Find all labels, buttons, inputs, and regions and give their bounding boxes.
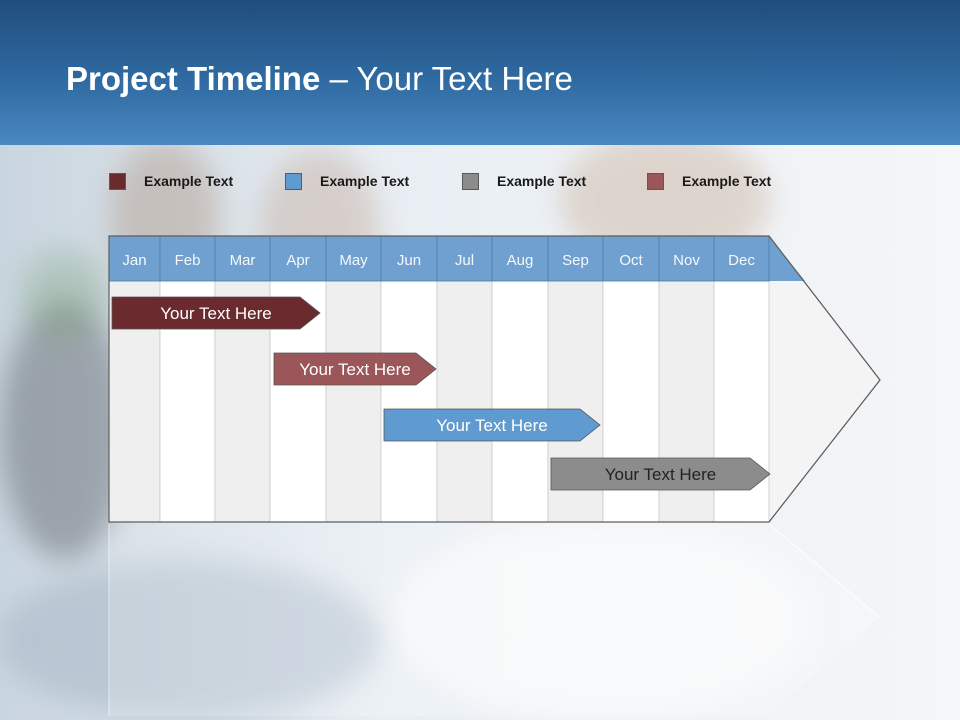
month-header-cell bbox=[380, 235, 438, 282]
month-label: Jan bbox=[122, 252, 146, 269]
task-bar bbox=[111, 296, 321, 330]
task-bar bbox=[550, 457, 771, 491]
task-bar bbox=[383, 408, 601, 442]
month-header-cell bbox=[547, 235, 604, 282]
month-label: Jul bbox=[455, 252, 474, 269]
legend-item: Example Text bbox=[285, 170, 409, 192]
month-header-cell bbox=[602, 235, 660, 282]
month-header-cell bbox=[491, 235, 549, 282]
month-header-cell bbox=[658, 235, 715, 282]
task-bar-label: Your Text Here bbox=[436, 416, 548, 435]
timeline-arrow-outline bbox=[108, 235, 881, 523]
month-label: Dec bbox=[728, 252, 755, 269]
month-header-cell bbox=[269, 235, 327, 282]
legend-item: Example Text bbox=[109, 170, 233, 192]
page-title: Project Timeline – Your Text Here bbox=[66, 60, 573, 97]
month-label: May bbox=[339, 252, 368, 269]
task-bar-label: Your Text Here bbox=[605, 465, 717, 484]
legend-swatch bbox=[647, 172, 664, 190]
legend-swatch bbox=[285, 172, 302, 190]
month-label: Aug bbox=[507, 252, 534, 269]
legend-label: Example Text bbox=[497, 173, 587, 189]
task-bar bbox=[273, 352, 437, 386]
task-bar-label: Your Text Here bbox=[299, 360, 411, 379]
timeline-reflection bbox=[109, 522, 880, 716]
month-label: Oct bbox=[619, 252, 643, 269]
legend-label: Example Text bbox=[682, 173, 772, 189]
legend-swatch bbox=[462, 172, 479, 190]
legend-item: Example Text bbox=[462, 170, 586, 192]
month-column bbox=[380, 280, 438, 523]
legend-item: Example Text bbox=[647, 170, 771, 192]
month-label: Feb bbox=[175, 252, 201, 269]
month-label: Mar bbox=[230, 252, 256, 269]
header-band: Project Timeline – Your Text Here bbox=[0, 0, 960, 145]
reflection-edge bbox=[768, 523, 881, 619]
month-header-cell bbox=[713, 235, 770, 282]
legend-label: Example Text bbox=[144, 173, 234, 189]
month-label: Sep bbox=[562, 252, 589, 269]
month-label: Apr bbox=[286, 252, 309, 269]
month-column bbox=[436, 280, 493, 523]
month-header-cell bbox=[436, 235, 493, 282]
month-column bbox=[325, 280, 382, 523]
task-bar-label: Your Text Here bbox=[160, 304, 272, 323]
month-label: Jun bbox=[397, 252, 421, 269]
month-label: Nov bbox=[673, 252, 700, 269]
legend-label: Example Text bbox=[320, 173, 410, 189]
month-column bbox=[491, 280, 549, 523]
legend-swatch bbox=[109, 172, 126, 190]
